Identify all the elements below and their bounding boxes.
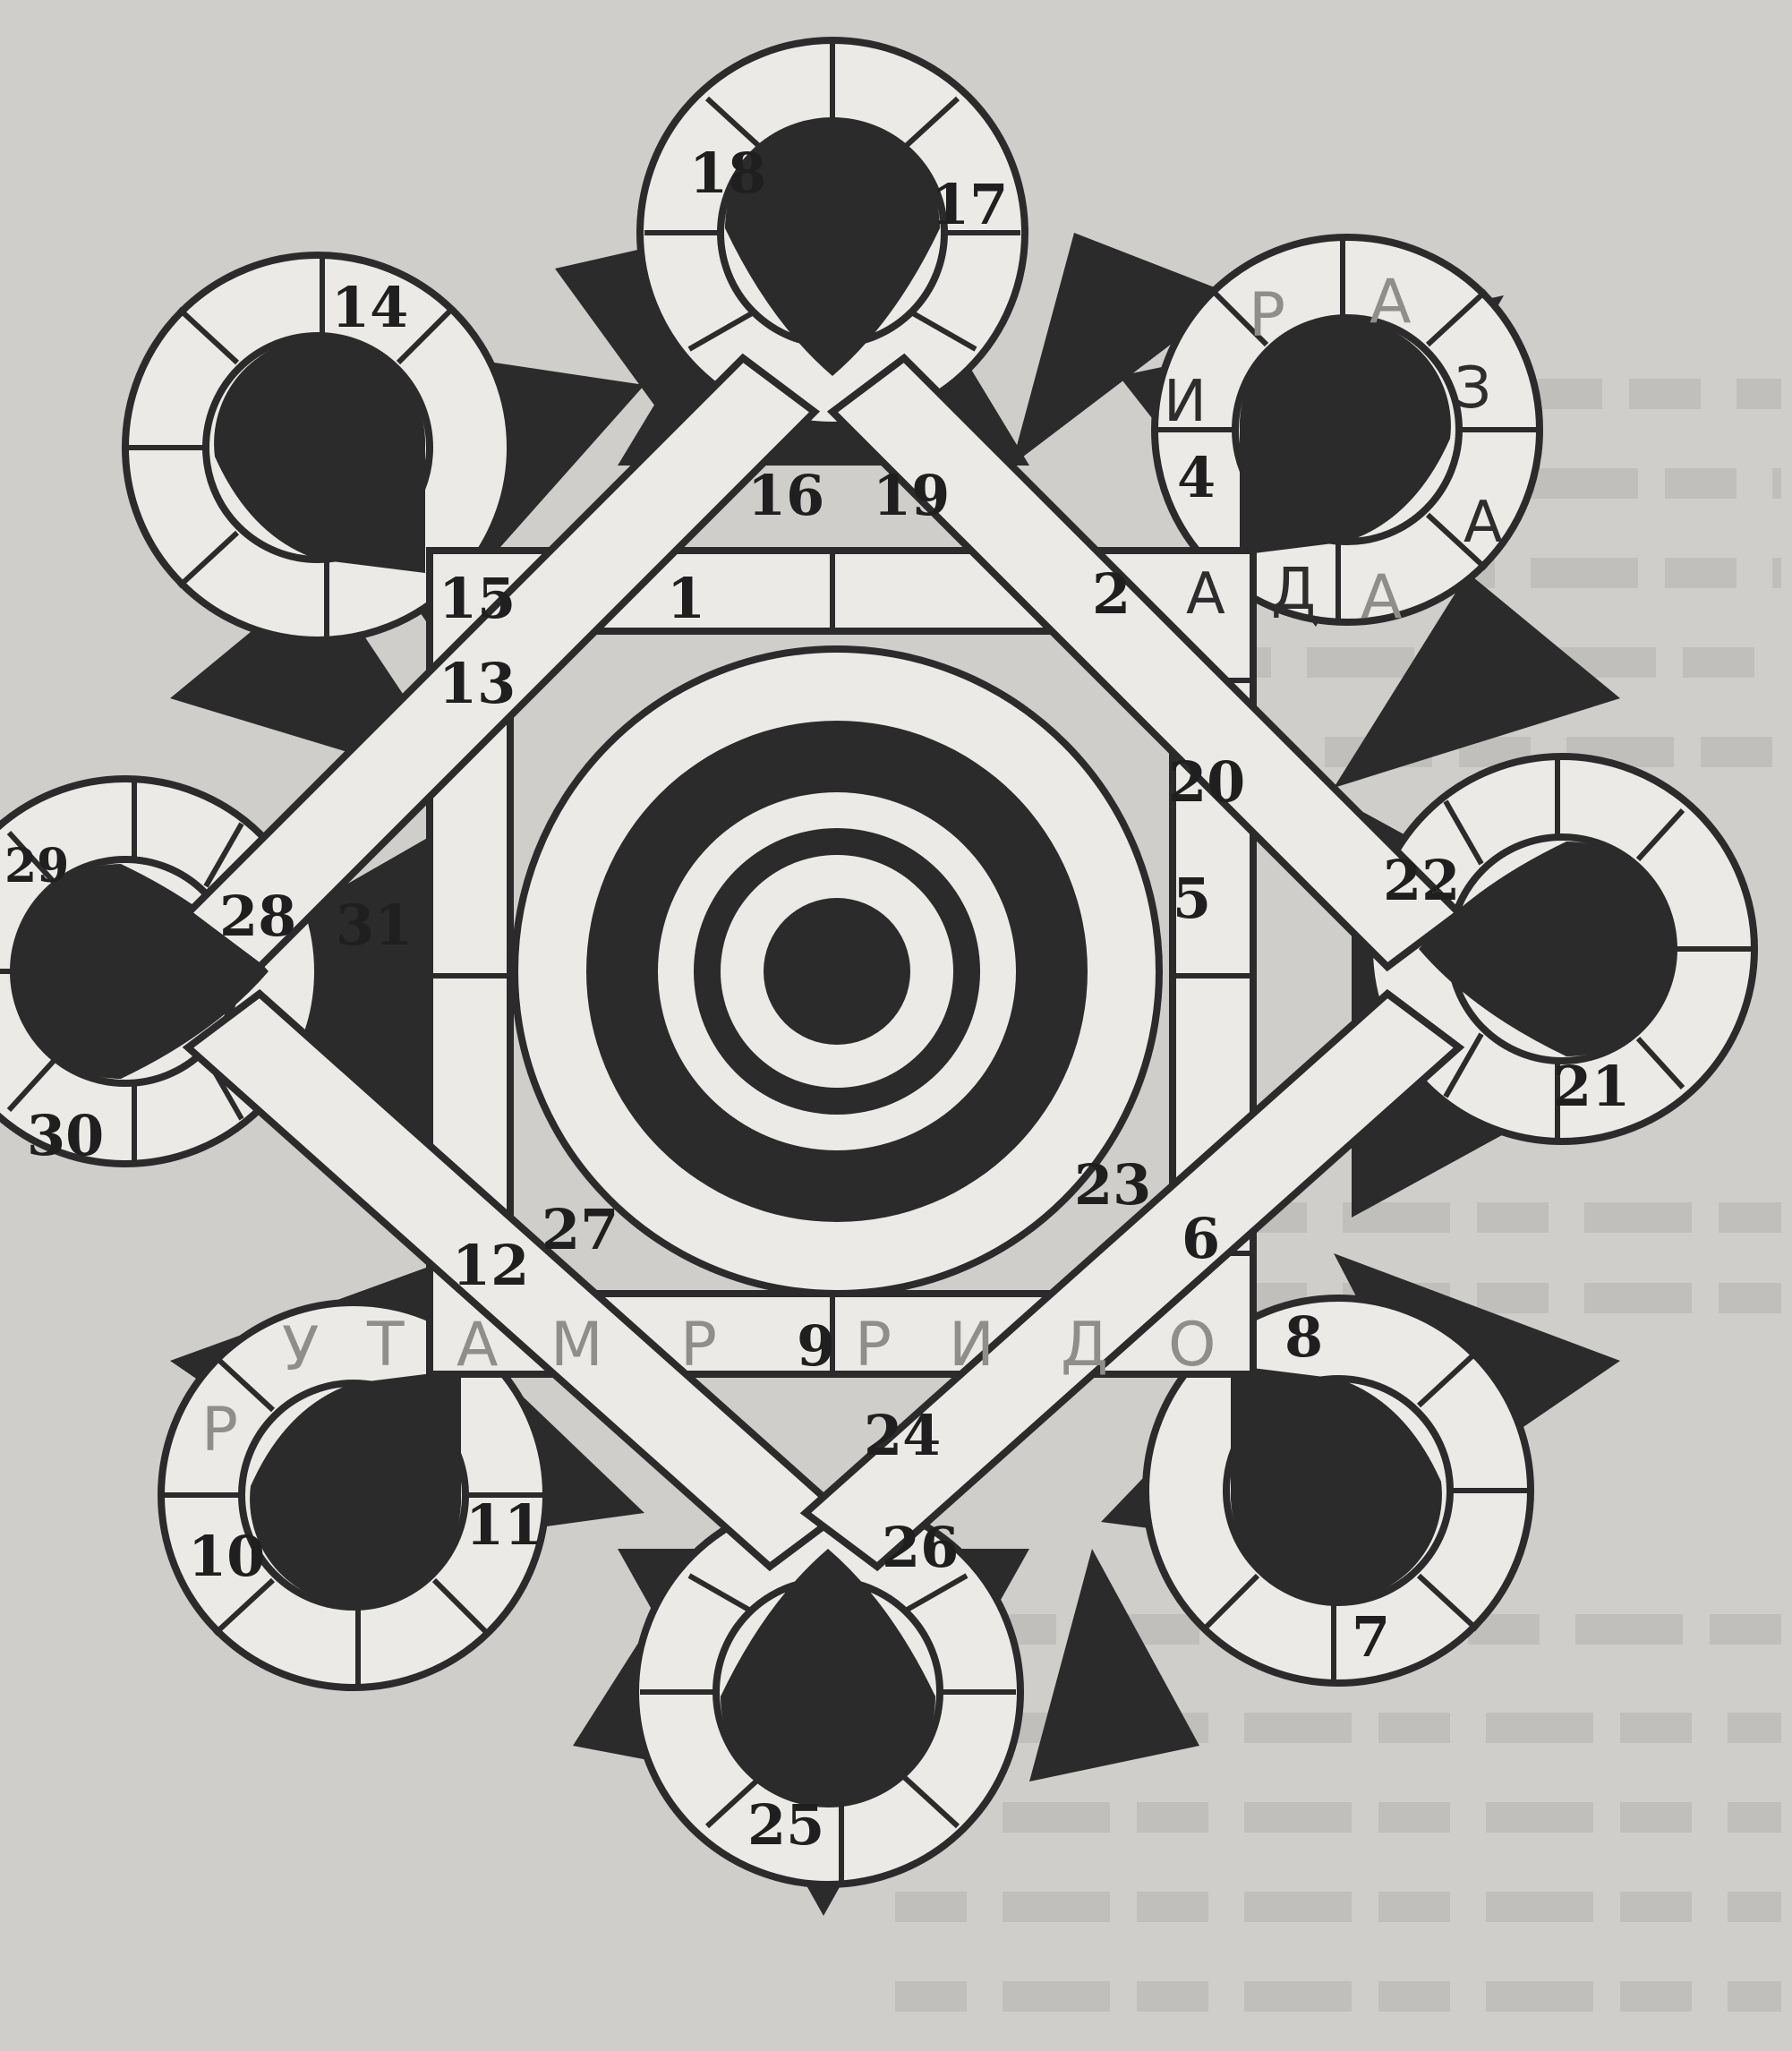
cell-9: 9 [797,1313,835,1379]
letter-tr-1: И [1164,369,1207,435]
cell-10: 10 [188,1524,265,1589]
cell-14: 14 [331,275,408,340]
cell-12: 12 [452,1233,529,1298]
cell-4: 4 [1177,445,1216,510]
cell-24: 24 [864,1403,941,1468]
cell-27: 27 [542,1197,619,1262]
cell-15: 15 [439,566,516,631]
cell-19: 19 [873,463,950,528]
letter-bp-4: О [1168,1310,1216,1380]
cell-6: 6 [1182,1206,1220,1271]
letter-tr-7: Д [1271,557,1316,623]
cell-31: 31 [336,893,413,958]
cell-21: 21 [1553,1054,1630,1119]
letter-bp-1: Р [855,1310,892,1380]
letter-tr-4: З [1455,355,1491,422]
letter-tr-8: А [1186,561,1225,628]
cell-25: 25 [747,1792,824,1858]
letter-tr-2: Р [1249,280,1285,351]
cell-28: 28 [219,884,296,949]
letter-tr-6: А [1361,562,1403,633]
cell-8: 8 [1284,1304,1323,1370]
cell-23: 23 [1074,1152,1151,1218]
cell-22: 22 [1383,848,1460,913]
letter-bl-5: М [550,1310,603,1380]
cell-20: 20 [1168,749,1245,815]
cell-11: 11 [465,1492,542,1558]
letter-bl-3: Т [366,1310,405,1380]
letter-bp-3: Д [1061,1310,1108,1380]
letter-bp-2: И [949,1310,994,1380]
petal-bottom [636,1500,1020,1884]
cell-29: 29 [4,839,69,893]
letter-tr-3: А [1370,267,1412,338]
letter-tr-5: А [1463,490,1503,556]
letter-bl-4: А [457,1310,499,1380]
cell-26: 26 [882,1515,959,1580]
letter-bl-1: Р [201,1395,238,1466]
cell-2: 2 [1092,561,1131,627]
cell-7: 7 [1352,1604,1390,1670]
cell-30: 30 [27,1103,104,1168]
cell-1: 1 [667,566,705,631]
letter-bl-6: Р [680,1310,717,1380]
letter-bl-2: У [282,1314,319,1385]
cell-16: 16 [747,463,824,528]
cell-17: 17 [931,172,1008,237]
cell-13: 13 [439,651,516,716]
cell-18: 18 [689,141,766,206]
cell-5: 5 [1173,866,1211,931]
